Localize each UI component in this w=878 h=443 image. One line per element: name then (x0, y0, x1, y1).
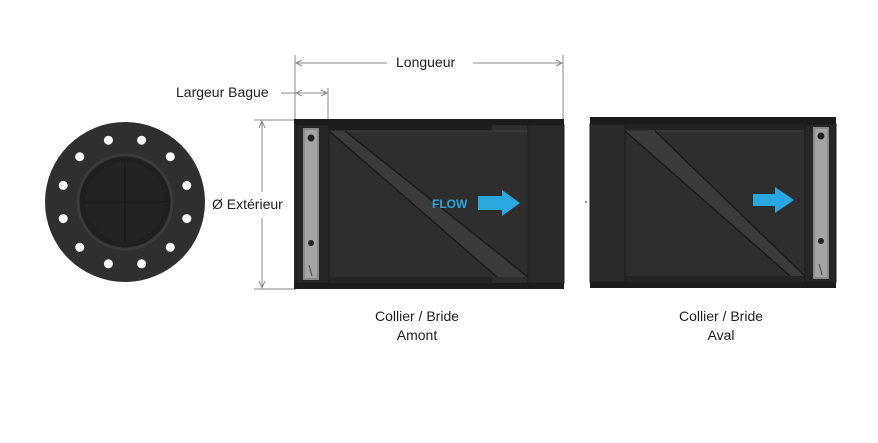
caption-upstream: Collier / Bride Amont (337, 307, 497, 345)
separator-dot (585, 201, 587, 203)
bolt-icon (307, 134, 315, 142)
dimension-outer-diameter (254, 119, 296, 290)
bolt-hole-icon (182, 180, 192, 190)
bolt-hole-icon (182, 214, 192, 224)
caption-upstream-line1: Collier / Bride (374, 308, 460, 324)
bolt-hole-icon (58, 180, 68, 190)
valve-downstream (589, 117, 837, 288)
bolt-hole-icon (165, 152, 175, 162)
bolt-hole-icon (103, 135, 113, 145)
bolt-hole-icon (137, 259, 147, 269)
bolt-hole-icon (75, 152, 85, 162)
length-label: Longueur (396, 54, 456, 70)
caption-downstream: Collier / Bride Aval (641, 307, 801, 345)
right-arrow-icon (753, 187, 794, 213)
flange-front-view (45, 122, 205, 282)
caption-downstream-line2: Aval (707, 327, 735, 343)
dimension-ring-width (281, 88, 329, 120)
bolt-hole-icon (165, 242, 175, 252)
dimension-length (294, 55, 564, 120)
flow-label: FLOW (432, 197, 468, 211)
bolt-icon (818, 238, 824, 244)
bolt-hole-icon (137, 135, 147, 145)
bolt-hole-icon (75, 242, 85, 252)
caption-upstream-line2: Amont (396, 327, 438, 343)
caption-downstream-line1: Collier / Bride (678, 308, 764, 324)
bolt-hole-icon (58, 214, 68, 224)
ring-width-label: Largeur Bague (176, 84, 269, 100)
outer-diameter-label: Ø Extérieur (212, 196, 283, 212)
bolt-icon (308, 240, 314, 246)
bolt-hole-icon (103, 259, 113, 269)
right-arrow-icon (478, 190, 520, 216)
valve-upstream (294, 119, 565, 289)
bolt-icon (817, 132, 825, 140)
bolt-holes (58, 135, 192, 269)
